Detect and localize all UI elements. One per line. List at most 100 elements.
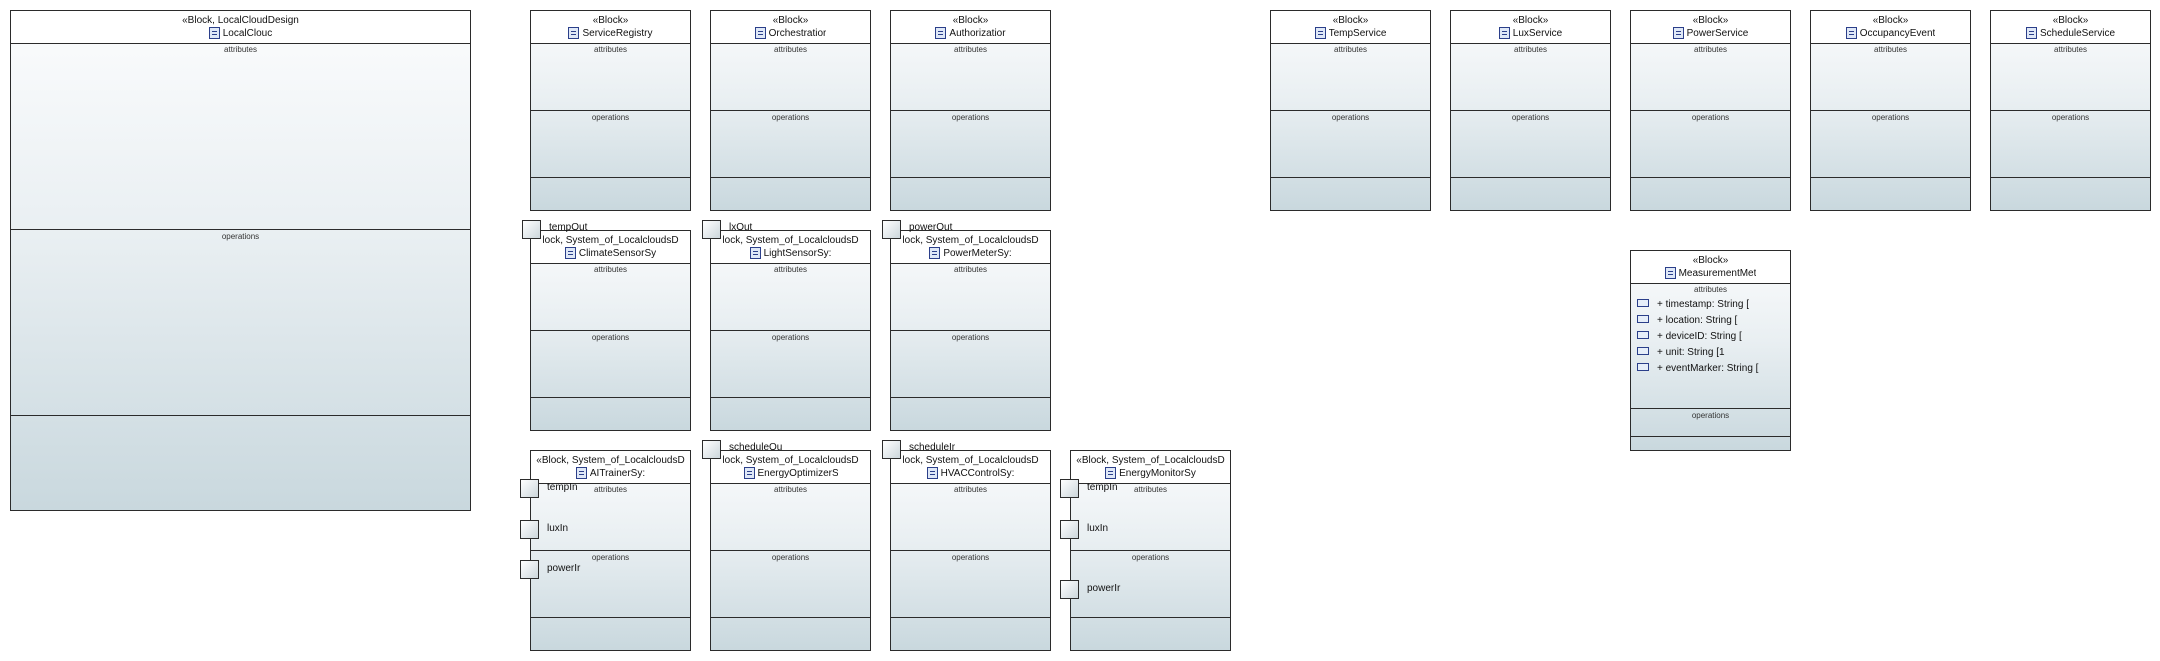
block-stereotype: lock, System_of_LocalcloudsD [722, 455, 859, 466]
port-ai-powerin[interactable] [520, 560, 539, 579]
operations-compartment[interactable]: operations [1271, 110, 1430, 177]
block-stereotype: «Block» [2052, 15, 2089, 26]
block-energyoptimizer[interactable]: lock, System_of_LocalcloudsD EnergyOptim… [710, 450, 871, 651]
attributes-compartment[interactable]: attributes [1451, 43, 1610, 110]
attributes-label: attributes [1514, 45, 1547, 54]
extra-compartment [11, 415, 470, 511]
attribute-icon [1637, 331, 1649, 340]
attributes-label: attributes [594, 45, 627, 54]
attribute-eventmarker[interactable]: + eventMarker: String [ [1637, 363, 1772, 374]
attributes-label: attributes [774, 265, 807, 274]
block-localcloud[interactable]: «Block, LocalCloudDesign LocalClouc attr… [10, 10, 471, 511]
extra-compartment [1631, 436, 1790, 451]
operations-label: operations [771, 553, 810, 562]
port-em-tempin[interactable] [1060, 479, 1079, 498]
block-name: LocalClouc [222, 28, 273, 39]
operations-compartment[interactable]: operations [1811, 110, 1970, 177]
block-energymonitor[interactable]: «Block, System_of_LocalcloudsD EnergyMon… [1070, 450, 1231, 651]
operations-label: operations [1691, 113, 1730, 122]
attributes-compartment[interactable]: attributes [1631, 43, 1790, 110]
block-powerservice[interactable]: «Block» PowerService attributes operatio… [1630, 10, 1791, 211]
block-powermeter[interactable]: lock, System_of_LocalcloudsD PowerMeterS… [890, 230, 1051, 431]
operations-compartment[interactable]: operations [1991, 110, 2150, 177]
block-hvaccontrol[interactable]: lock, System_of_LocalcloudsD HVACControl… [890, 450, 1051, 651]
port-tempout[interactable] [522, 220, 541, 239]
extra-compartment [711, 397, 870, 431]
block-tempservice[interactable]: «Block» TempService attributes operation… [1270, 10, 1431, 211]
block-authorization[interactable]: «Block» Authorizatior attributes operati… [890, 10, 1051, 211]
port-ai-luxin[interactable] [520, 520, 539, 539]
operations-compartment[interactable]: operations [11, 229, 470, 415]
block-lightsensor[interactable]: lock, System_of_LocalcloudsD LightSensor… [710, 230, 871, 431]
operations-compartment[interactable]: operations [891, 550, 1050, 617]
attribute-location[interactable]: + location: String [ [1637, 315, 1772, 326]
attributes-compartment[interactable]: attributes [711, 43, 870, 110]
block-stereotype: «Block» [592, 15, 629, 26]
block-measurement[interactable]: «Block» MeasurementMet attributes + time… [1630, 250, 1791, 451]
operations-compartment[interactable]: operations [1631, 408, 1790, 436]
attributes-label: attributes [1334, 45, 1367, 54]
attributes-compartment[interactable]: attributes [531, 483, 690, 550]
operations-compartment[interactable]: operations [711, 550, 870, 617]
operations-compartment[interactable]: operations [531, 110, 690, 177]
operations-compartment[interactable]: operations [531, 550, 690, 617]
attributes-compartment[interactable]: attributes [891, 483, 1050, 550]
port-schedulein[interactable] [882, 440, 901, 459]
block-name: TempService [1328, 28, 1387, 39]
extra-compartment [1071, 617, 1230, 651]
operations-compartment[interactable]: operations [711, 330, 870, 397]
attributes-compartment[interactable]: attributes [531, 43, 690, 110]
port-em-powerin[interactable] [1060, 580, 1079, 599]
attributes-compartment[interactable]: attributes [711, 263, 870, 330]
block-header: «Block» Authorizatior [891, 11, 1050, 44]
attribute-deviceid[interactable]: + deviceID: String [ [1637, 331, 1772, 342]
block-icon [754, 27, 766, 39]
attributes-compartment[interactable]: attributes [1991, 43, 2150, 110]
extra-compartment [531, 397, 690, 431]
block-stereotype: «Block» [1332, 15, 1369, 26]
attributes-label: attributes [954, 485, 987, 494]
attributes-compartment[interactable]: attributes [1811, 43, 1970, 110]
attributes-compartment[interactable]: attributes [891, 263, 1050, 330]
port-scheduleout[interactable] [702, 440, 721, 459]
attribute-timestamp[interactable]: + timestamp: String [ [1637, 299, 1772, 310]
block-luxservice[interactable]: «Block» LuxService attributes operations [1450, 10, 1611, 211]
attributes-label: attributes [774, 45, 807, 54]
block-header: «Block» ServiceRegistry [531, 11, 690, 44]
block-name: LuxService [1512, 28, 1563, 39]
block-serviceregistry[interactable]: «Block» ServiceRegistry attributes opera… [530, 10, 691, 211]
attributes-compartment[interactable]: attributes [531, 263, 690, 330]
block-name: PowerMeterSy: [943, 248, 1012, 259]
block-scheduleservice[interactable]: «Block» ScheduleService attributes opera… [1990, 10, 2151, 211]
attributes-compartment[interactable]: attributes [711, 483, 870, 550]
port-em-luxin[interactable] [1060, 520, 1079, 539]
operations-compartment[interactable]: operations [531, 330, 690, 397]
operations-compartment[interactable]: operations [891, 110, 1050, 177]
operations-compartment[interactable]: operations [1631, 110, 1790, 177]
block-occupancyevent[interactable]: «Block» OccupancyEvent attributes operat… [1810, 10, 1971, 211]
block-header: «Block» Orchestratior [711, 11, 870, 44]
attributes-compartment[interactable]: attributes [1271, 43, 1430, 110]
attributes-compartment[interactable]: attributes [891, 43, 1050, 110]
operations-label: operations [591, 333, 630, 342]
block-aitrainer[interactable]: «Block, System_of_LocalcloudsD AITrainer… [530, 450, 691, 651]
block-orchestration[interactable]: «Block» Orchestratior attributes operati… [710, 10, 871, 211]
operations-label: operations [1691, 411, 1730, 420]
port-ai-tempin[interactable] [520, 479, 539, 498]
attributes-compartment[interactable]: attributes [1071, 483, 1230, 550]
attributes-compartment[interactable]: attributes [11, 43, 470, 229]
block-name: MeasurementMet [1678, 268, 1757, 279]
block-climatesensor[interactable]: lock, System_of_LocalcloudsD ClimateSens… [530, 230, 691, 431]
attributes-compartment[interactable]: attributes + timestamp: String [ + locat… [1631, 283, 1790, 408]
operations-label: operations [221, 232, 260, 241]
operations-compartment[interactable]: operations [891, 330, 1050, 397]
operations-compartment[interactable]: operations [711, 110, 870, 177]
operations-label: operations [951, 113, 990, 122]
operations-compartment[interactable]: operations [1451, 110, 1610, 177]
operations-compartment[interactable]: operations [1071, 550, 1230, 617]
port-powerout[interactable] [882, 220, 901, 239]
block-icon [208, 27, 220, 39]
attribute-unit[interactable]: + unit: String [1 [1637, 347, 1772, 358]
port-lxout[interactable] [702, 220, 721, 239]
attribute-text: + unit: String [1 [1657, 347, 1725, 358]
